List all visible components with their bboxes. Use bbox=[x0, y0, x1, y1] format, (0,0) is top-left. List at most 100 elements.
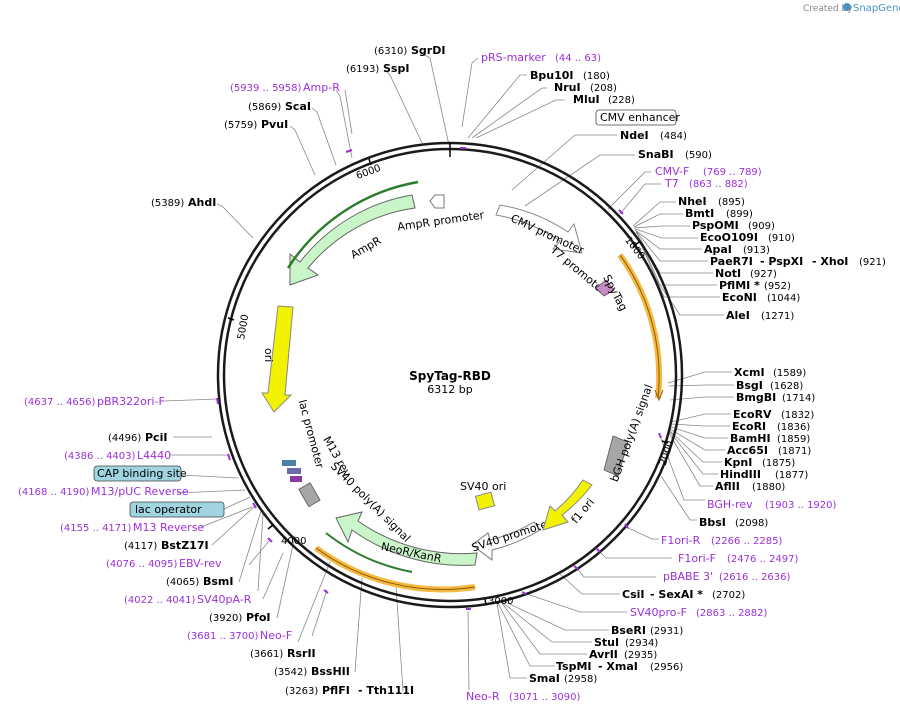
spytag-feature[interactable]: SpyTag bbox=[595, 273, 630, 314]
site-econi[interactable]: EcoNI (1044) bbox=[722, 291, 800, 304]
site-bmgbi[interactable]: BmgBI (1714) bbox=[736, 391, 815, 404]
site-bstz17i[interactable]: (4117) BstZ17I bbox=[124, 539, 209, 552]
primer-m13rev[interactable]: (4155 .. 4171) M13 Reverse bbox=[60, 521, 204, 534]
primer-cmvf[interactable]: CMV-F (769 .. 789) bbox=[655, 165, 762, 178]
site-csii[interactable]: CsiI - SexAI * (2702) bbox=[622, 588, 745, 601]
site-alei[interactable]: AleI (1271) bbox=[726, 309, 794, 322]
site-pos: (3542) bbox=[274, 667, 307, 678]
tick-marks bbox=[227, 143, 669, 606]
site-name: BmgBI bbox=[736, 391, 776, 404]
site-pos: (6193) bbox=[346, 64, 379, 75]
sv40-promoter-feature[interactable]: SV40 promoter bbox=[470, 516, 554, 561]
primer-f1orif[interactable]: F1ori-F (2476 .. 2497) bbox=[678, 552, 799, 565]
site-pos: (3920) bbox=[209, 613, 242, 624]
site-pos: (1877) bbox=[775, 470, 808, 481]
site-pos: (6310) bbox=[374, 46, 407, 57]
site-nrui[interactable]: NruI (208) bbox=[554, 81, 617, 94]
bgh-polya-feature[interactable]: bGH poly(A) signal bbox=[603, 383, 655, 484]
cmv-enhancer-box[interactable]: CMV enhancer bbox=[595, 109, 680, 126]
site-acc65i[interactable]: Acc65I (1871) bbox=[727, 444, 811, 457]
site-pos: (2935) bbox=[624, 650, 657, 661]
primer-neof[interactable]: (3681 .. 3700) Neo-F bbox=[187, 629, 292, 642]
orf-arc-top-line bbox=[619, 254, 660, 399]
site-pos: (2934) bbox=[625, 638, 658, 649]
site-pspomi[interactable]: PspOMI (909) bbox=[692, 219, 775, 232]
f1-ori-feature[interactable]: f1 ori bbox=[542, 479, 597, 531]
site-mlui[interactable]: MluI (228) bbox=[573, 93, 635, 106]
site-pflmi[interactable]: PflMI * (952) bbox=[719, 279, 791, 292]
site-nhei[interactable]: NheI (895) bbox=[678, 195, 745, 208]
sv40-ori-feature[interactable]: SV40 ori bbox=[460, 480, 506, 511]
site-sgrdi[interactable]: (6310) SgrDI bbox=[374, 44, 445, 57]
site-snabi[interactable]: SnaBI (590) bbox=[638, 148, 712, 161]
primer-ampr[interactable]: (5939 .. 5958) Amp-R bbox=[230, 81, 340, 94]
site-ecorv[interactable]: EcoRV (1832) bbox=[733, 408, 814, 421]
primer-pbr322[interactable]: (4637 .. 4656) pBR322ori-F bbox=[24, 395, 165, 408]
site-ecori[interactable]: EcoRI (1836) bbox=[732, 420, 810, 433]
site-xcmi[interactable]: XcmI (1589) bbox=[734, 366, 806, 379]
site-pos: (1271) bbox=[761, 311, 794, 322]
primer-neor[interactable]: Neo-R (3071 .. 3090) bbox=[466, 690, 581, 703]
site-sspi[interactable]: (6193) SspI bbox=[346, 62, 409, 75]
site-bsshii[interactable]: (3542) BssHII bbox=[274, 665, 350, 678]
site-kpni[interactable]: KpnI (1875) bbox=[724, 456, 795, 469]
site-pcii[interactable]: (4496) PciI bbox=[108, 431, 167, 444]
site-name: NruI bbox=[554, 81, 581, 94]
primer-t7[interactable]: T7 (863 .. 882) bbox=[664, 177, 748, 190]
site-pos: (921) bbox=[859, 257, 886, 268]
cap-binding-site-box[interactable]: CAP binding site bbox=[93, 465, 187, 482]
site-noti[interactable]: NotI (927) bbox=[715, 267, 777, 280]
site-pvui[interactable]: (5759) PvuI bbox=[224, 118, 288, 131]
sv40-ori-label: SV40 ori bbox=[460, 480, 506, 493]
site-bseri[interactable]: BseRI (2931) bbox=[611, 624, 683, 637]
site-name: RsrII bbox=[287, 647, 316, 660]
site-name: NdeI bbox=[620, 129, 649, 142]
cmv-promoter-feature[interactable]: CMV promoter bbox=[495, 204, 586, 257]
site-pos: (208) bbox=[590, 83, 617, 94]
site-ahdi[interactable]: (5389) AhdI bbox=[151, 196, 216, 209]
site-aflii[interactable]: AflII (1880) bbox=[715, 480, 785, 493]
primer-sv40pro[interactable]: SV40pro-F (2863 .. 2882) bbox=[630, 606, 768, 619]
neor-feature[interactable]: NeoR/KanR bbox=[335, 511, 478, 566]
site-avrii[interactable]: AvrII (2935) bbox=[589, 648, 657, 661]
primer-l4440[interactable]: (4386 .. 4403) L4440 bbox=[64, 449, 171, 462]
site-pos: (1714) bbox=[782, 393, 815, 404]
site-name: SspI bbox=[383, 62, 409, 75]
site-bmti[interactable]: BmtI (899) bbox=[685, 207, 753, 220]
site-bamhi[interactable]: BamHI (1859) bbox=[730, 432, 810, 445]
site-smai[interactable]: SmaI (2958) bbox=[529, 672, 597, 685]
site-rsrii[interactable]: (3661) RsrII bbox=[250, 647, 316, 660]
site-bbsi[interactable]: BbsI (2098) bbox=[699, 516, 768, 529]
site-name: PfoI bbox=[246, 611, 271, 624]
site-bsmi[interactable]: (4065) BsmI bbox=[166, 575, 234, 588]
primer-prs[interactable]: pRS-marker (44 .. 63) bbox=[481, 51, 601, 64]
site-paer7i[interactable]: PaeR7I - PspXI - XhoI (921) bbox=[710, 255, 886, 268]
site-pos: (1859) bbox=[777, 434, 810, 445]
primer-range: (5939 .. 5958) bbox=[230, 83, 302, 94]
primer-range: (3071 .. 3090) bbox=[509, 692, 581, 703]
primer-f1orir[interactable]: F1ori-R (2266 .. 2285) bbox=[661, 534, 783, 547]
site-scai[interactable]: (5869) ScaI bbox=[248, 100, 311, 113]
site-name: PvuI bbox=[261, 118, 288, 131]
site-ndei[interactable]: NdeI (484) bbox=[620, 129, 687, 142]
site-hindiii[interactable]: HindIII (1877) bbox=[720, 468, 808, 481]
primer-ebvrev[interactable]: (4076 .. 4095) EBV-rev bbox=[106, 557, 222, 570]
lac-operator-box[interactable]: lac operator bbox=[129, 501, 225, 518]
site-pflfi[interactable]: (3263) PflFI - Tth111I bbox=[285, 684, 414, 697]
site-stui[interactable]: StuI (2934) bbox=[594, 636, 658, 649]
site-bpu10i[interactable]: Bpu10I (180) bbox=[530, 69, 610, 82]
primer-pbabe[interactable]: pBABE 3' (2616 .. 2636) bbox=[663, 570, 791, 583]
site-name: BamHI bbox=[730, 432, 771, 445]
primer-name: F1ori-F bbox=[678, 552, 716, 565]
site-eco0109i[interactable]: EcoO109I (910) bbox=[700, 231, 795, 244]
site-pfoi[interactable]: (3920) PfoI bbox=[209, 611, 271, 624]
site-bsgi[interactable]: BsgI (1628) bbox=[736, 379, 803, 392]
snapgene-branding[interactable]: Created by SnapGene bbox=[803, 3, 900, 14]
site-apai[interactable]: ApaI (913) bbox=[704, 243, 770, 256]
primer-m13puc[interactable]: (4168 .. 4190) M13/pUC Reverse bbox=[18, 485, 189, 498]
ori-feature[interactable]: ori bbox=[261, 305, 294, 413]
primer-sv40pa[interactable]: (4022 .. 4041) SV40pA-R bbox=[124, 593, 252, 606]
site-tspmi[interactable]: TspMI - XmaI (2956) bbox=[556, 660, 683, 673]
site-name: EcoRV bbox=[733, 408, 772, 421]
primer-bghrev[interactable]: BGH-rev (1903 .. 1920) bbox=[707, 498, 837, 511]
